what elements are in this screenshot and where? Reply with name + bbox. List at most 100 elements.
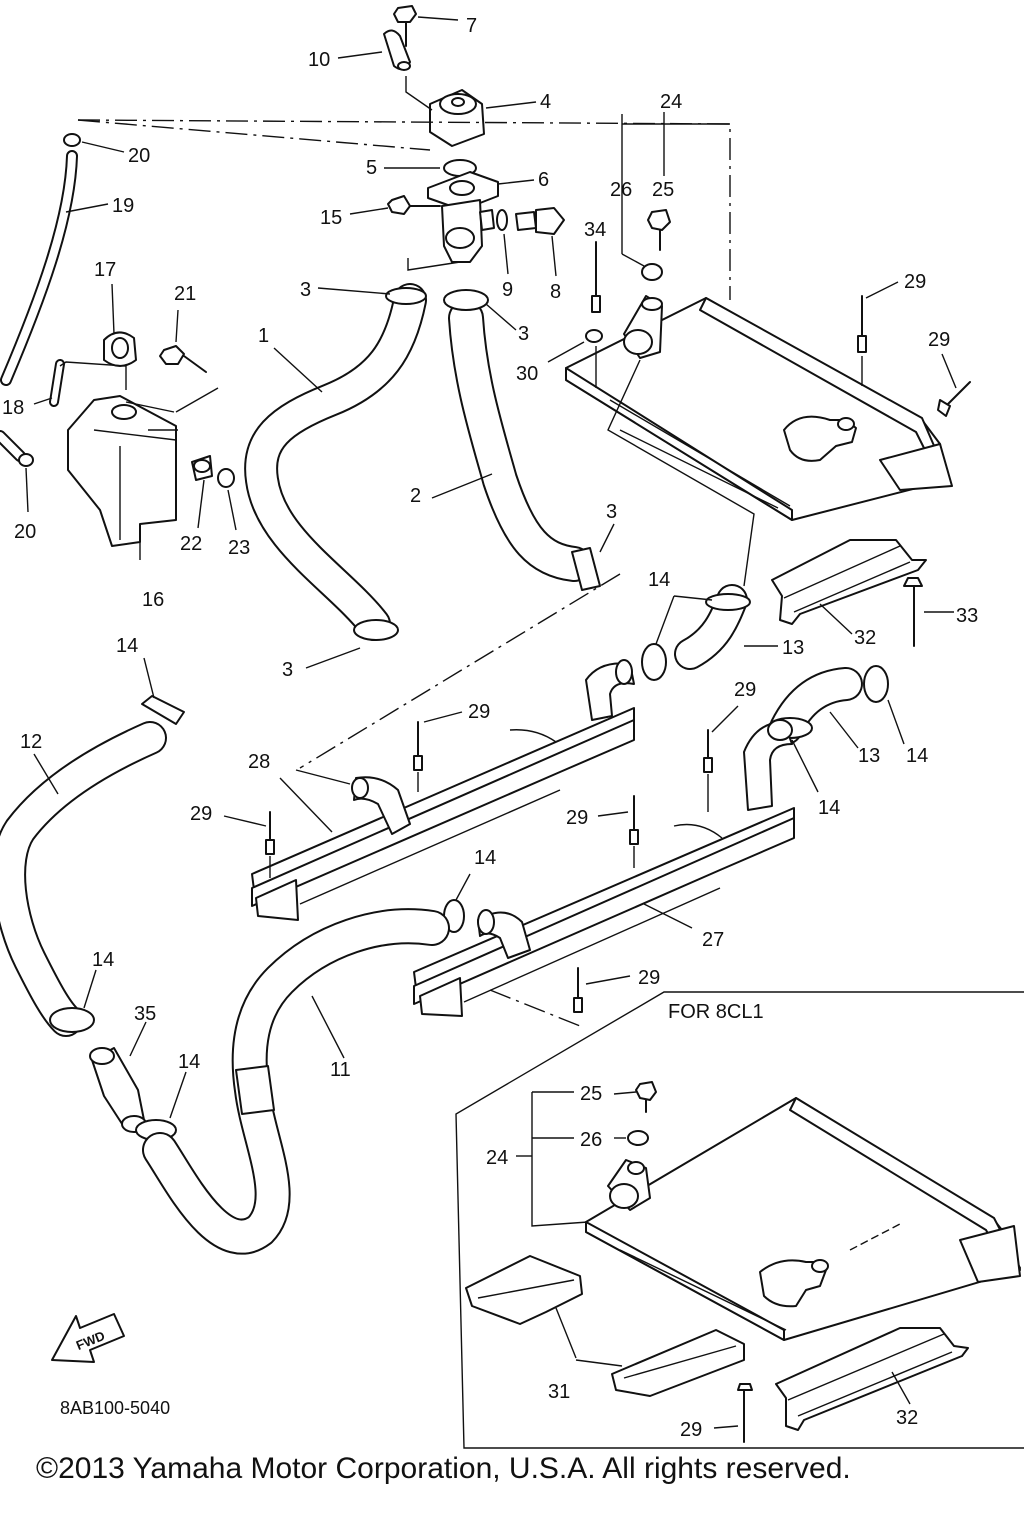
callout-27: 27 bbox=[702, 929, 724, 951]
variant-label: FOR 8CL1 bbox=[668, 1001, 764, 1023]
clamp-14-a bbox=[641, 593, 751, 681]
radiator-assembly-24-variant bbox=[516, 1091, 1021, 1341]
callout-29-g: 29 bbox=[638, 967, 660, 989]
washer-9 bbox=[496, 209, 509, 275]
overflow-tank-16 bbox=[67, 387, 219, 560]
plate-31-b bbox=[575, 1329, 745, 1397]
rivet-29-f bbox=[597, 795, 639, 868]
callout-22: 22 bbox=[180, 533, 202, 555]
reference-line bbox=[489, 989, 581, 1027]
reference-line bbox=[77, 119, 731, 300]
clamp-3-d bbox=[305, 619, 399, 669]
hose-11 bbox=[142, 908, 450, 1255]
callout-9: 9 bbox=[502, 279, 513, 301]
rivet-34 bbox=[591, 241, 601, 313]
bracket-10 bbox=[337, 29, 411, 71]
callout-3-b: 3 bbox=[518, 323, 529, 345]
bracket-32-variant bbox=[775, 1327, 969, 1431]
callout-29-c: 29 bbox=[468, 701, 490, 723]
clamp-14-d bbox=[141, 657, 185, 725]
callout-29-e: 29 bbox=[734, 679, 756, 701]
callout-13-a: 13 bbox=[782, 637, 804, 659]
radiator-28 bbox=[251, 659, 635, 921]
callout-30: 30 bbox=[516, 363, 538, 385]
callout-3-c: 3 bbox=[606, 501, 617, 523]
nut-26-variant bbox=[614, 1130, 649, 1146]
bolt-7 bbox=[393, 5, 459, 47]
callout-32-b: 32 bbox=[896, 1407, 918, 1429]
callout-4: 4 bbox=[540, 91, 551, 113]
callout-14-b: 14 bbox=[906, 745, 928, 767]
radiator-27 bbox=[413, 719, 795, 1017]
callout-15: 15 bbox=[320, 207, 342, 229]
diagram-code: 8AB100-5040 bbox=[60, 1398, 170, 1418]
clamp-20-top bbox=[63, 133, 125, 153]
callout-10: 10 bbox=[308, 49, 330, 71]
callout-25-b: 25 bbox=[580, 1083, 602, 1105]
hose-18 bbox=[33, 359, 65, 407]
hose-1 bbox=[244, 283, 427, 641]
rivet-29-e bbox=[703, 705, 739, 812]
callout-24-a: 24 bbox=[660, 91, 682, 113]
clamp-14-g bbox=[135, 1071, 187, 1141]
callout-14-g: 14 bbox=[178, 1051, 200, 1073]
bolt-25-variant bbox=[613, 1081, 657, 1113]
callout-5: 5 bbox=[366, 157, 377, 179]
callout-26-a: 26 bbox=[610, 179, 632, 201]
callout-3-d: 3 bbox=[282, 659, 293, 681]
callout-29-f: 29 bbox=[566, 807, 588, 829]
callout-13-b: 13 bbox=[858, 745, 880, 767]
rivet-33 bbox=[903, 577, 954, 647]
callout-3-a: 3 bbox=[300, 279, 311, 301]
hose-stub-20 bbox=[0, 430, 34, 513]
callout-1: 1 bbox=[258, 325, 269, 347]
clamp-3-b bbox=[443, 289, 517, 331]
callout-21: 21 bbox=[174, 283, 196, 305]
hose-2 bbox=[431, 300, 592, 582]
joint-pipe-35 bbox=[89, 1021, 147, 1133]
callout-14-e: 14 bbox=[474, 847, 496, 869]
hose-12 bbox=[0, 721, 167, 1037]
clamp-3-a bbox=[317, 287, 427, 305]
callout-2: 2 bbox=[410, 485, 421, 507]
callout-20-a: 20 bbox=[128, 145, 150, 167]
callout-28: 28 bbox=[248, 751, 270, 773]
clamp-14-b bbox=[863, 665, 905, 745]
tank-cap-17 bbox=[59, 283, 137, 390]
callout-32-a: 32 bbox=[854, 627, 876, 649]
callout-8: 8 bbox=[550, 281, 561, 303]
bolt-21 bbox=[159, 309, 207, 373]
callout-labels: 7 10 4 5 6 15 9 8 3 3 1 2 3 3 20 19 17 2… bbox=[2, 15, 978, 1441]
rivet-29-b bbox=[937, 353, 971, 417]
reference-line bbox=[77, 119, 431, 151]
callout-29-h: 29 bbox=[680, 1419, 702, 1441]
callout-26-b: 26 bbox=[580, 1129, 602, 1151]
plate-31-a bbox=[465, 1255, 583, 1359]
callout-18: 18 bbox=[2, 397, 24, 419]
callout-14-f: 14 bbox=[92, 949, 114, 971]
callout-25-a: 25 bbox=[652, 179, 674, 201]
collar-22 bbox=[191, 455, 213, 529]
bolt-15 bbox=[349, 195, 441, 215]
leader-line bbox=[607, 359, 755, 587]
callout-29-a: 29 bbox=[904, 271, 926, 293]
callout-14-c: 14 bbox=[818, 797, 840, 819]
callout-29-d: 29 bbox=[190, 803, 212, 825]
callout-14-a: 14 bbox=[648, 569, 670, 591]
leader-line bbox=[407, 258, 461, 271]
callout-20-b: 20 bbox=[14, 521, 36, 543]
rivet-29-g bbox=[573, 967, 631, 1013]
bolt-25-top bbox=[647, 209, 671, 251]
callout-16: 16 bbox=[142, 589, 164, 611]
callout-14-d: 14 bbox=[116, 635, 138, 657]
rivet-29-d bbox=[223, 811, 275, 878]
clamp-14-f bbox=[49, 969, 97, 1033]
radiator-cap-4 bbox=[405, 76, 537, 147]
callout-31: 31 bbox=[548, 1381, 570, 1403]
callout-23: 23 bbox=[228, 537, 250, 559]
callout-11: 11 bbox=[330, 1059, 351, 1081]
callout-19: 19 bbox=[112, 195, 134, 217]
bracket-32-top bbox=[771, 539, 927, 635]
